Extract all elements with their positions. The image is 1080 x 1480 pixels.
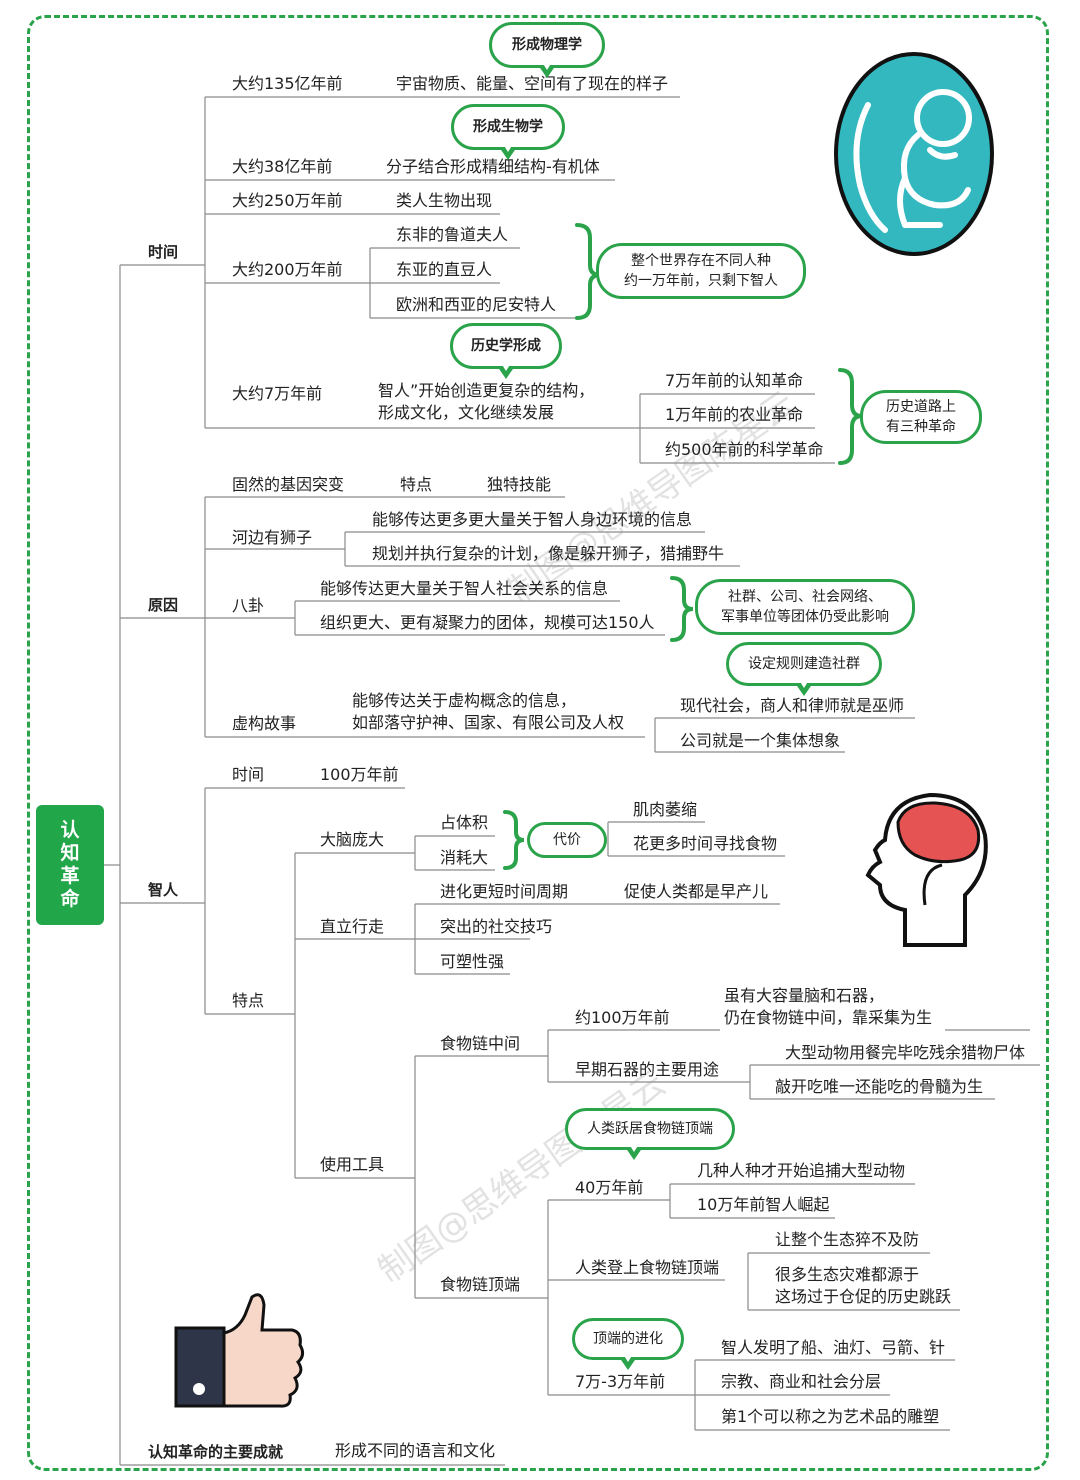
top-b-item: 很多生态灾难都源于 这场过于仓促的历史跳跃 (775, 1265, 952, 1306)
root-node[interactable]: 认知革命 (36, 805, 104, 925)
top-b-item: 让整个生态猝不及防 (775, 1230, 920, 1249)
bubble-species-text: 整个世界存在不同人种 约一万年前，只剩下智人 (624, 253, 778, 289)
reason-gossip-item: 能够传达更大量关于智人社会关系的信息 (320, 579, 609, 598)
upright-item: 可塑性强 (440, 952, 505, 971)
top-a: 40万年前 (575, 1178, 644, 1197)
bubble-top-chain: 人类跃居食物链顶端 (565, 1108, 735, 1160)
top-b: 人类登上食物链顶端 (575, 1258, 720, 1277)
revolution-item: 7万年前的认知革命 (665, 371, 804, 390)
middle-a: 约100万年前 (575, 1008, 670, 1027)
time-node-2[interactable]: 大约38亿年前 (232, 157, 333, 176)
head-brain-icon (865, 792, 988, 947)
time-desc-2: 分子结合形成精细结构-有机体 (386, 157, 600, 176)
feature-brain[interactable]: 大脑庞大 (320, 830, 385, 849)
time-node-1[interactable]: 大约135亿年前 (232, 74, 343, 93)
middle-a-desc: 虽有大容量脑和石器， 仍在食物链中间，靠采集为生 (724, 986, 933, 1027)
bubble-biology: 形成生物学 (451, 104, 565, 160)
brain-item: 占体积 (440, 813, 489, 832)
bubble-groups-text: 社群、公司、社会网络、 军事单位等团体仍受此影响 (721, 589, 889, 625)
upright-extra: 促使人类都是早产儿 (624, 882, 769, 901)
reason-fiction-desc: 能够传达关于虚构概念的信息， 如部落守护神、国家、有限公司及人权 (352, 691, 625, 732)
tools-top[interactable]: 食物链顶端 (440, 1275, 521, 1294)
reason-gene-a: 特点 (400, 475, 433, 494)
bubble-top-chain-text: 人类跃居食物链顶端 (587, 1121, 713, 1137)
sapiens-feature[interactable]: 特点 (232, 991, 265, 1010)
top-c: 7万-3万年前 (575, 1372, 666, 1391)
revolution-item: 1万年前的农业革命 (665, 405, 804, 424)
top-c-item: 第1个可以称之为艺术品的雕塑 (721, 1407, 940, 1426)
bubble-biology-text: 形成生物学 (473, 119, 543, 135)
species-item: 欧洲和西亚的尼安特人 (396, 295, 557, 314)
top-a-item: 几种人种才开始追捕大型动物 (697, 1161, 906, 1180)
middle-b: 早期石器的主要用途 (575, 1060, 720, 1079)
reason-lion[interactable]: 河边有狮子 (232, 528, 313, 547)
upright-item: 突出的社交技巧 (440, 917, 553, 936)
bubble-revolutions-text: 历史道路上 有三种革命 (886, 399, 956, 435)
bubble-cost: 代价 (527, 822, 607, 858)
branch-time[interactable]: 时间 (148, 243, 179, 261)
bubble-history: 历史学形成 (450, 323, 562, 379)
sapiens-time[interactable]: 时间 (232, 765, 265, 784)
reason-lion-item: 能够传达更多更大量关于智人身边环境的信息 (372, 510, 693, 529)
top-c-item: 宗教、商业和社会分层 (721, 1372, 882, 1391)
reason-lion-item: 规划并执行复杂的计划，像是躲开狮子，猎捕野牛 (372, 544, 725, 563)
middle-b-item: 敲开吃唯一还能吃的骨髓为生 (775, 1077, 984, 1096)
bubble-rules-text: 设定规则建造社群 (748, 656, 860, 672)
branch-sapiens[interactable]: 智人 (148, 881, 179, 899)
mindmap-frame (27, 15, 1049, 1471)
bubble-cost-text: 代价 (553, 832, 581, 848)
time-desc-1: 宇宙物质、能量、空间有了现在的样子 (396, 74, 669, 93)
revolution-item: 约500年前的科学革命 (665, 440, 824, 459)
bubble-rules: 设定规则建造社群 (726, 642, 882, 696)
reason-fiction-item: 现代社会，商人和律师就是巫师 (680, 696, 905, 715)
reason-fiction[interactable]: 虚构故事 (232, 714, 297, 733)
feature-upright[interactable]: 直立行走 (320, 917, 385, 936)
reason-gene-b: 独特技能 (487, 475, 552, 494)
branch-achievement[interactable]: 认知革命的主要成就 (148, 1443, 284, 1461)
brain-result: 肌肉萎缩 (633, 800, 698, 819)
bubble-top-evolution: 顶端的进化 (572, 1318, 684, 1370)
bubble-species: 整个世界存在不同人种 约一万年前，只剩下智人 (596, 243, 806, 299)
middle-b-item: 大型动物用餐完毕吃残余猎物尸体 (785, 1043, 1026, 1062)
bubble-physics-text: 形成物理学 (512, 37, 582, 53)
top-c-item: 智人发明了船、油灯、弓箭、针 (721, 1338, 946, 1357)
reason-gene[interactable]: 固然的基因突变 (232, 475, 345, 494)
reason-gossip[interactable]: 八卦 (232, 596, 265, 615)
root-label: 认知革命 (60, 819, 80, 910)
time-node-3[interactable]: 大约250万年前 (232, 191, 343, 210)
sapiens-time-value: 100万年前 (320, 765, 399, 784)
thumbs-up-icon (174, 1293, 305, 1408)
upright-item: 进化更短时间周期 (440, 882, 569, 901)
time-node-4[interactable]: 大约200万年前 (232, 260, 343, 279)
bubble-top-evolution-text: 顶端的进化 (593, 1331, 663, 1347)
brain-result: 花更多时间寻找食物 (633, 834, 778, 853)
time-desc-5: 智人”开始创造更复杂的结构， 形成文化，文化继续发展 (378, 381, 595, 422)
bubble-physics: 形成物理学 (489, 22, 605, 78)
top-a-item: 10万年前智人崛起 (697, 1195, 830, 1214)
time-desc-3: 类人生物出现 (396, 191, 493, 210)
time-node-5[interactable]: 大约7万年前 (232, 384, 323, 403)
feature-tools[interactable]: 使用工具 (320, 1155, 385, 1174)
reason-fiction-item: 公司就是一个集体想象 (680, 731, 841, 750)
brain-item: 消耗大 (440, 848, 489, 867)
branch-reason[interactable]: 原因 (148, 596, 179, 614)
bubble-groups: 社群、公司、社会网络、 军事单位等团体仍受此影响 (695, 579, 915, 635)
fetus-icon (834, 52, 994, 256)
achievement-value: 形成不同的语言和文化 (335, 1441, 496, 1460)
tools-middle[interactable]: 食物链中间 (440, 1034, 521, 1053)
bubble-revolutions: 历史道路上 有三种革命 (860, 390, 982, 444)
reason-gossip-item: 组织更大、更有凝聚力的团体，规模可达150人 (320, 613, 655, 632)
species-item: 东亚的直豆人 (396, 260, 493, 279)
species-item: 东非的鲁道夫人 (396, 225, 509, 244)
bubble-history-text: 历史学形成 (471, 338, 541, 354)
